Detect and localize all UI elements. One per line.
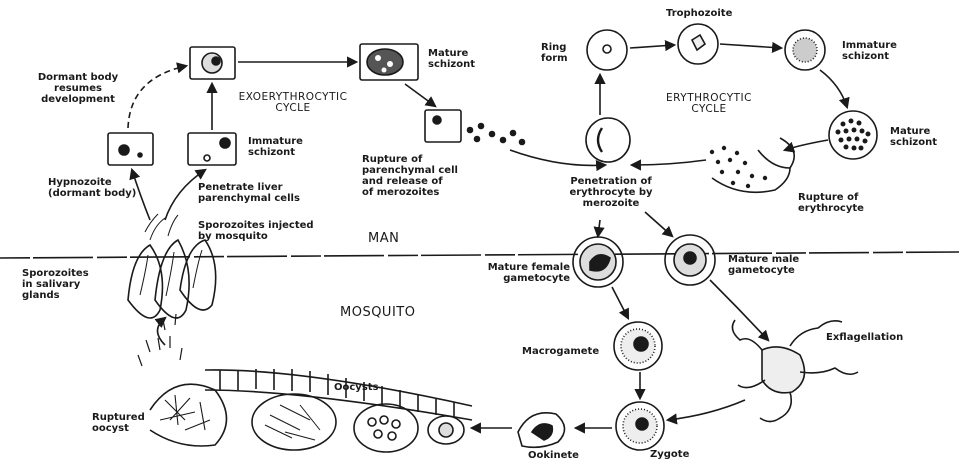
arrow-ring-to-trophozoite	[630, 45, 674, 48]
label-exflagellation: Exflagellation	[826, 332, 903, 343]
macrogamete-cell	[614, 322, 662, 370]
region-man-label: MAN	[368, 232, 399, 246]
arrow-immature-to-mature-schizont	[820, 70, 847, 107]
erythrocytic-cycle-label: ERYTHROCYTIC CYCLE	[654, 93, 764, 115]
label-ring-form: Ring form	[541, 42, 568, 64]
arrow-rupture-to-penetration	[632, 160, 706, 165]
label-sporozoites-salivary: Sporozoites in salivary glands	[22, 268, 89, 301]
arrow-merozoites-to-erythrocyte	[510, 150, 605, 165]
label-zygote: Zygote	[650, 449, 689, 460]
label-mature-female: Mature female gametocyte	[460, 262, 570, 284]
label-immature-schizont-blood: Immature schizont	[842, 40, 897, 62]
label-immature-schizont-liver: Immature schizont	[248, 136, 303, 158]
label-penetration-erythrocyte: Penetration of erythrocyte by merozoite	[556, 176, 666, 209]
ruptured-erythrocyte	[710, 138, 794, 192]
label-sporozoites-injected: Sporozoites injected by mosquito	[198, 220, 314, 242]
ruptured-parenchymal-cell	[425, 110, 525, 145]
liver-cell-hypnozoite	[108, 133, 153, 165]
region-mosquito-label: MOSQUITO	[340, 306, 415, 320]
arrow-male-to-exflagellation	[710, 280, 768, 340]
arrow-to-female-gametocyte	[598, 220, 600, 236]
label-hypnozoite: Hypnozoite (dormant body)	[48, 177, 136, 199]
liver-cell-developing	[190, 47, 235, 79]
mosquito-gut-wall	[205, 369, 472, 420]
mature-schizont-blood-cell	[829, 111, 877, 159]
label-mature-schizont-blood: Mature schizont	[890, 126, 937, 148]
label-penetrate-liver: Penetrate liver parenchymal cells	[198, 182, 300, 204]
oocyst-medium	[354, 404, 418, 452]
arrow-schizont-to-rupture	[405, 84, 435, 106]
ruptured-oocyst	[150, 384, 227, 446]
mature-male-gametocyte-cell	[665, 235, 715, 285]
label-rupture-erythrocyte: Rupture of erythrocyte	[798, 192, 864, 214]
label-ruptured-oocyst: Ruptured oocyst	[92, 412, 145, 434]
label-mature-schizont-liver: Mature schizont	[428, 48, 475, 70]
label-ookinete: Ookinete	[528, 450, 579, 461]
arrow-to-male-gametocyte	[645, 212, 672, 236]
trophozoite-cell	[678, 24, 718, 64]
man-mosquito-divider	[0, 252, 959, 258]
label-mature-male: Mature male gametocyte	[728, 254, 799, 276]
label-macrogamete: Macrogamete	[522, 346, 599, 357]
arrow-trophozoite-to-immature	[720, 44, 781, 48]
label-rupture-parenchymal: Rupture of parenchymal cell and release …	[362, 154, 458, 198]
arrow-dormant-resumes	[128, 66, 186, 128]
ookinete-cell	[518, 413, 565, 448]
zygote-cell	[616, 402, 664, 450]
exoerythrocytic-cycle-label: EXOERYTHROCYTIC CYCLE	[228, 92, 358, 114]
oocyst-small	[428, 416, 464, 444]
label-dormant-resumes: Dormant body resumes development	[28, 72, 128, 105]
oocyst-large	[252, 394, 336, 450]
arrow-exflagellation-to-zygote	[668, 400, 745, 420]
label-trophozoite: Trophozoite	[666, 8, 732, 19]
arrow-mature-to-rupture	[785, 140, 828, 150]
liver-cell-mature-schizont	[360, 44, 418, 80]
arrow-female-to-macrogamete	[612, 287, 628, 318]
liver-cell-immature-schizont	[188, 133, 236, 165]
immature-schizont-blood-cell	[785, 30, 825, 70]
merozoite-entering-cell	[586, 118, 630, 162]
label-oocysts: Oocysts	[334, 382, 379, 393]
ring-form-cell	[587, 30, 627, 70]
mature-female-gametocyte-cell	[573, 237, 623, 287]
